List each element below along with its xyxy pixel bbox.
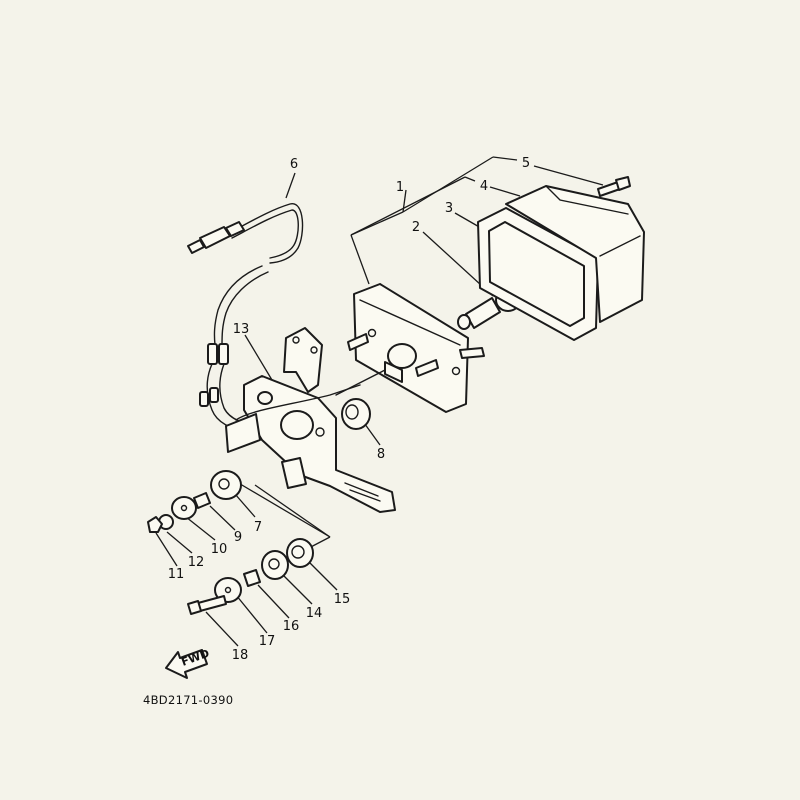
rubber-part-7	[210, 470, 242, 500]
callout-4: 4	[480, 179, 488, 194]
callout-17: 17	[259, 634, 276, 649]
diagram-code: 4BD2171-0390	[143, 693, 233, 707]
rubber-part-14	[261, 550, 289, 580]
callout-5: 5	[522, 156, 530, 171]
grommet-part-8	[341, 398, 371, 430]
callout-13: 13	[233, 322, 250, 337]
callout-10: 10	[211, 542, 228, 557]
collar-part-9	[193, 492, 211, 509]
callout-14: 14	[306, 606, 323, 621]
callout-16: 16	[283, 619, 300, 634]
callout-6: 6	[290, 157, 298, 172]
fwd-arrow-icon: FWD	[165, 647, 211, 679]
callout-15: 15	[334, 592, 351, 607]
hardware-lower	[187, 538, 314, 615]
callout-11: 11	[168, 567, 185, 582]
hardware-upper	[147, 470, 242, 533]
screw-part-5	[597, 176, 631, 197]
washer-part-10	[171, 496, 197, 520]
callout-12: 12	[188, 555, 205, 570]
gasket-part-3	[477, 207, 599, 341]
bracket-part-13	[225, 327, 396, 513]
grommet-part-15	[286, 538, 314, 568]
lamp-base-part-1	[335, 283, 485, 413]
lens-part-4	[505, 185, 645, 323]
callout-3: 3	[445, 201, 453, 216]
callout-8: 8	[377, 447, 385, 462]
callout-18: 18	[232, 648, 249, 663]
bolt-part-18	[197, 595, 227, 612]
callout-2: 2	[412, 220, 420, 235]
collar-part-16	[243, 569, 261, 587]
nut-part-11	[147, 516, 163, 533]
callout-numbers: 1 2 3 4 5 6 7 8 9 10 11 12 13 14 15 16 1…	[168, 156, 530, 663]
callout-1: 1	[396, 180, 404, 195]
callout-7: 7	[254, 520, 262, 535]
callout-9: 9	[234, 530, 242, 545]
